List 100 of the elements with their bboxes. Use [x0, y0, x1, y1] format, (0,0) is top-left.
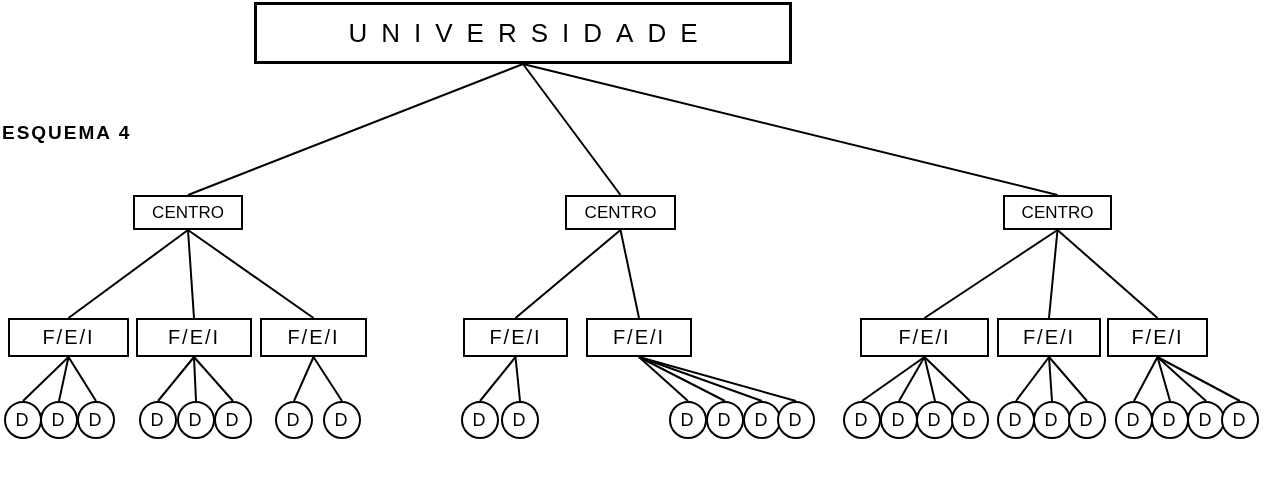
- circle-node: [1033, 401, 1071, 439]
- box-label: D: [854, 409, 870, 431]
- circle-node: [1221, 401, 1259, 439]
- connector-line: [1015, 356, 1050, 402]
- connector-line: [1056, 229, 1159, 319]
- box-label: D: [472, 409, 488, 431]
- connector-line: [861, 356, 926, 402]
- box-label: D: [927, 409, 943, 431]
- box-label: CENTRO: [584, 202, 657, 223]
- box-label: D: [1162, 409, 1178, 431]
- circle-node: [177, 401, 215, 439]
- circle-node: [40, 401, 78, 439]
- circle-node: [880, 401, 918, 439]
- box-label: F/E/I: [42, 326, 95, 349]
- box-label: F/E/I: [287, 326, 340, 349]
- connector-line: [923, 356, 971, 402]
- box-label: D: [512, 409, 528, 431]
- box-label: D: [1126, 409, 1142, 431]
- circle-node: [501, 401, 539, 439]
- connector-line: [619, 229, 640, 319]
- circle-node: [139, 401, 177, 439]
- box-label: D: [188, 409, 204, 431]
- connector-line: [187, 63, 524, 196]
- connector-line: [479, 356, 517, 402]
- box-label: D: [1232, 409, 1248, 431]
- connector-line: [1048, 356, 1088, 402]
- connector-line: [187, 229, 315, 319]
- box-label: F/E/I: [489, 326, 542, 349]
- box-label: D: [334, 409, 350, 431]
- org-box: [1107, 318, 1208, 357]
- circle-node: [669, 401, 707, 439]
- org-box: [565, 195, 676, 230]
- circle-node: [461, 401, 499, 439]
- box-title: UNIVERSIDADE: [348, 17, 712, 49]
- circle-node: [916, 401, 954, 439]
- connector-line: [1048, 356, 1053, 402]
- circle-node: [323, 401, 361, 439]
- connector-line: [923, 356, 936, 402]
- connector-line: [898, 356, 926, 402]
- circle-node: [77, 401, 115, 439]
- box-label: D: [717, 409, 733, 431]
- connector-line: [58, 356, 70, 402]
- circle-node: [777, 401, 815, 439]
- circle-node: [1151, 401, 1189, 439]
- circle-node: [4, 401, 42, 439]
- org-box: [860, 318, 989, 357]
- diagram-title: ESQUEMA 4: [2, 122, 132, 144]
- box-label: D: [1008, 409, 1024, 431]
- circle-node: [843, 401, 881, 439]
- connector-line: [293, 356, 315, 402]
- circle-node: [275, 401, 313, 439]
- box-label: D: [962, 409, 978, 431]
- connector-line: [193, 356, 234, 402]
- box-label: D: [891, 409, 907, 431]
- box-label: D: [150, 409, 166, 431]
- connector-line: [638, 356, 689, 402]
- org-box: [586, 318, 692, 357]
- circle-node: [951, 401, 989, 439]
- connector-line: [514, 356, 521, 402]
- connector-line: [157, 356, 195, 402]
- box-label: F/E/I: [167, 326, 221, 349]
- circle-node: [1187, 401, 1225, 439]
- connector-line: [1048, 229, 1059, 319]
- org-box: [997, 318, 1101, 357]
- box-label: D: [1198, 409, 1214, 431]
- box-label: F/E/I: [612, 326, 666, 349]
- circle-node: [1115, 401, 1153, 439]
- org-box: [136, 318, 252, 357]
- circle-node: [997, 401, 1035, 439]
- box-label: D: [88, 409, 104, 431]
- connector-line: [1156, 356, 1171, 402]
- connector-line: [522, 63, 1059, 196]
- org-box: [254, 2, 792, 64]
- box-label: D: [51, 409, 67, 431]
- box-label: D: [1044, 409, 1060, 431]
- org-box: [260, 318, 367, 357]
- box-label: D: [680, 409, 696, 431]
- circle-node: [214, 401, 252, 439]
- connector-line: [67, 229, 189, 319]
- org-box: [8, 318, 129, 357]
- connector-line: [67, 356, 97, 402]
- box-label: F/E/I: [1022, 326, 1076, 349]
- box-label: CENTRO: [1021, 202, 1094, 223]
- box-label: F/E/I: [898, 326, 951, 349]
- connector-line: [522, 63, 622, 196]
- box-label: D: [754, 409, 770, 431]
- connector-line: [187, 229, 195, 319]
- circle-node: [1068, 401, 1106, 439]
- org-box: [1003, 195, 1112, 230]
- connector-line: [638, 356, 763, 402]
- circle-node: [706, 401, 744, 439]
- box-label: D: [788, 409, 804, 431]
- connector-line: [1156, 356, 1207, 402]
- connector-line: [22, 356, 70, 402]
- box-label: F/E/I: [1131, 326, 1184, 349]
- circle-node: [743, 401, 781, 439]
- connector-line: [923, 229, 1059, 319]
- org-box: [463, 318, 568, 357]
- box-label: D: [225, 409, 241, 431]
- box-label: D: [1079, 409, 1095, 431]
